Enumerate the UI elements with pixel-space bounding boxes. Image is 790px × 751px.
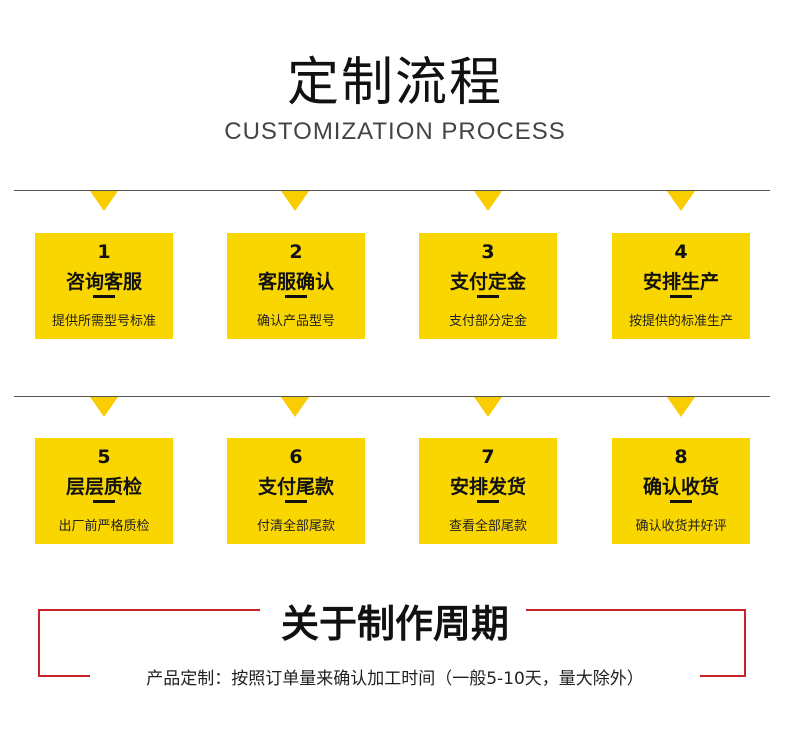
step-number: 5 (97, 446, 111, 468)
step-name: 安排发货 (449, 476, 526, 498)
step-name: 支付定金 (449, 271, 526, 293)
step-number: 1 (97, 241, 111, 263)
pointer-triangle (90, 397, 118, 417)
section-title: 关于制作周期 (280, 602, 509, 646)
frame-top-right (526, 609, 746, 611)
step-card-2: 2 客服确认 确认产品型号 (227, 233, 365, 339)
step-desc: 支付部分定金 (448, 314, 527, 329)
step-name: 确认收货 (642, 476, 719, 498)
step-underline (670, 500, 692, 503)
pointer-triangle (281, 397, 309, 417)
step-underline (93, 500, 115, 503)
step-card-7: 7 安排发货 查看全部尾款 (419, 438, 557, 544)
frame-right (744, 609, 746, 677)
step-desc: 付清全部尾款 (256, 519, 335, 534)
step-desc: 提供所需型号标准 (51, 314, 156, 329)
step-card-3: 3 支付定金 支付部分定金 (419, 233, 557, 339)
step-desc: 按提供的标准生产 (628, 314, 733, 329)
production-note: 产品定制：按照订单量来确认加工时间（一般5-10天，量大除外） (146, 669, 644, 689)
step-underline (477, 500, 499, 503)
step-number: 4 (674, 241, 688, 263)
step-number: 7 (481, 446, 495, 468)
step-desc: 出厂前严格质检 (58, 519, 150, 534)
pointer-triangle (281, 191, 309, 211)
step-underline (285, 295, 307, 298)
step-name: 安排生产 (642, 271, 719, 293)
frame-bottom-right (700, 675, 746, 677)
step-underline (670, 295, 692, 298)
step-underline (477, 295, 499, 298)
step-number: 6 (289, 446, 303, 468)
step-desc: 查看全部尾款 (448, 519, 527, 534)
pointer-triangle (90, 191, 118, 211)
page-title: 定制流程 (286, 53, 503, 113)
step-number: 8 (674, 446, 688, 468)
step-card-6: 6 支付尾款 付清全部尾款 (227, 438, 365, 544)
pointer-triangle (667, 191, 695, 211)
row-divider (14, 190, 770, 191)
step-name: 客服确认 (257, 271, 334, 293)
step-name: 层层质检 (65, 476, 142, 498)
frame-bottom-left (38, 675, 90, 677)
step-underline (93, 295, 115, 298)
step-card-4: 4 安排生产 按提供的标准生产 (612, 233, 750, 339)
pointer-triangle (474, 397, 502, 417)
step-card-8: 8 确认收货 确认收货并好评 (612, 438, 750, 544)
step-name: 咨询客服 (65, 271, 142, 293)
step-desc: 确认产品型号 (256, 314, 335, 329)
frame-top-left (38, 609, 260, 611)
step-card-5: 5 层层质检 出厂前严格质检 (35, 438, 173, 544)
step-name: 支付尾款 (257, 476, 334, 498)
step-underline (285, 500, 307, 503)
pointer-triangle (474, 191, 502, 211)
row-divider (14, 396, 770, 397)
pointer-triangle (667, 397, 695, 417)
step-number: 2 (289, 241, 303, 263)
step-desc: 确认收货并好评 (635, 519, 727, 534)
page-subtitle: CUSTOMIZATION PROCESS (224, 118, 566, 145)
frame-left (38, 609, 40, 677)
step-card-1: 1 咨询客服 提供所需型号标准 (35, 233, 173, 339)
step-number: 3 (481, 241, 495, 263)
